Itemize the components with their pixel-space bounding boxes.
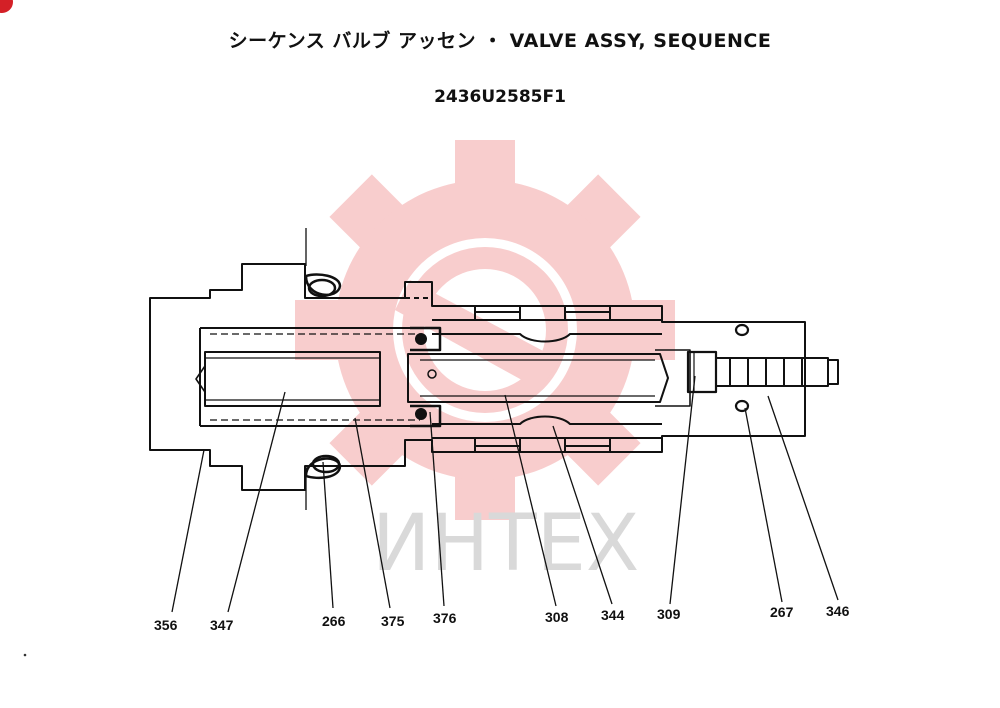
callout-347: 347 (210, 617, 234, 633)
callout-375: 375 (381, 613, 405, 629)
callout-344: 344 (601, 607, 625, 623)
watermark-text: ИНТЕХ (372, 499, 639, 589)
callout-346: 346 (826, 603, 850, 619)
valve-drawing (149, 228, 839, 510)
speck-dot (23, 653, 27, 657)
callout-267: 267 (770, 604, 794, 620)
page-title: シーケンス バルブ アッセン ・ VALVE ASSY, SEQUENCE (228, 30, 772, 52)
callout-266: 266 (322, 613, 346, 629)
watermark-gear-icon (295, 140, 675, 520)
callout-376: 376 (433, 610, 457, 626)
part-number: 2436U2585F1 (434, 87, 566, 107)
callout-356: 356 (154, 617, 178, 633)
leader-lines (171, 375, 839, 613)
callout-309: 309 (657, 606, 681, 622)
callout-308: 308 (545, 609, 569, 625)
corner-badge-icon (0, 0, 13, 13)
